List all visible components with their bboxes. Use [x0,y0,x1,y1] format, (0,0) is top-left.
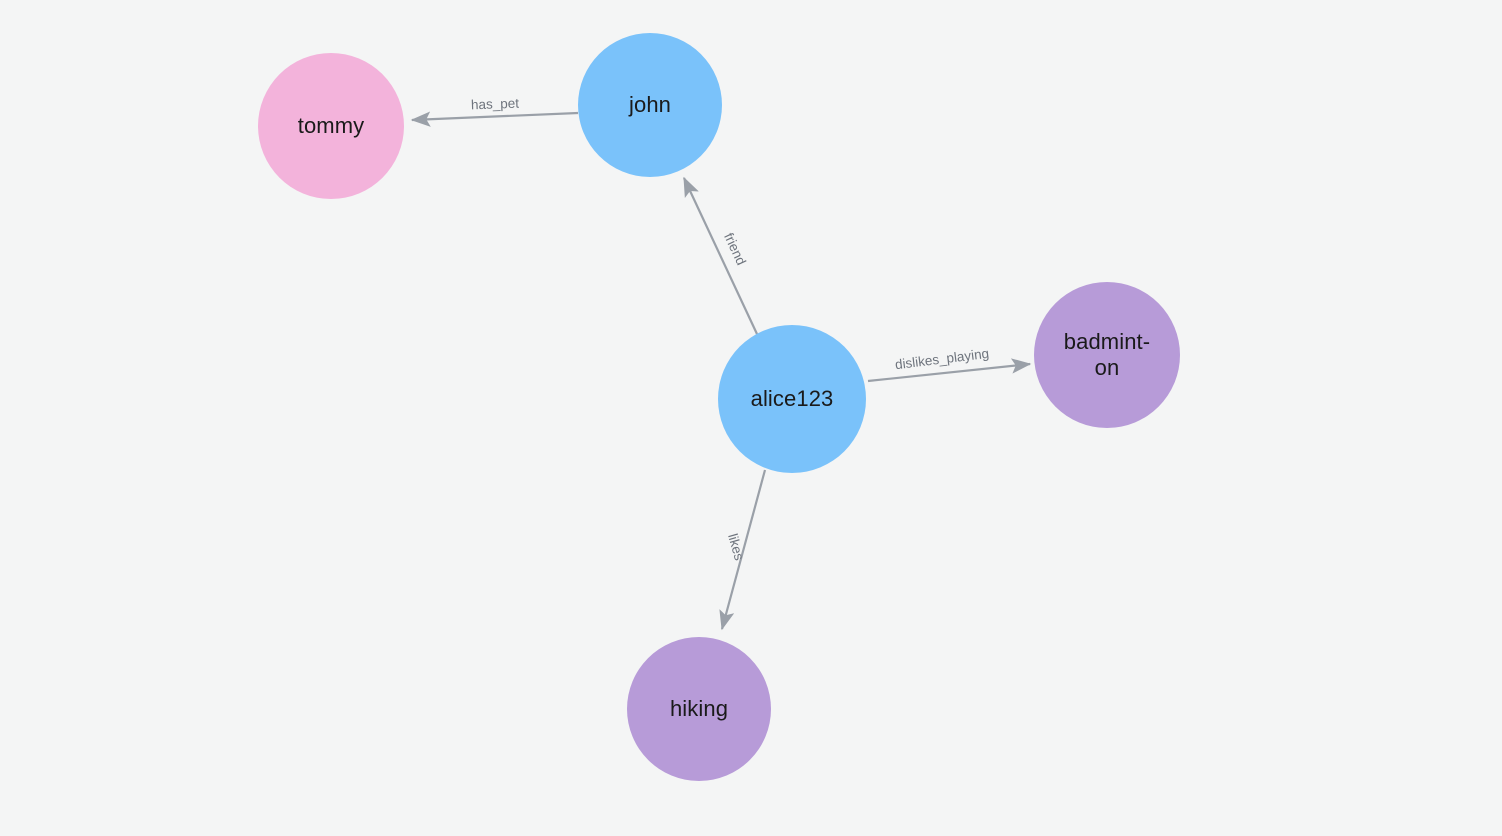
node-label: alice123 [750,386,834,411]
graph-node-john[interactable]: john [578,33,722,177]
graph-node-tommy[interactable]: tommy [258,53,404,199]
graph-node-hiking[interactable]: hiking [627,637,771,781]
graph-edge[interactable] [410,111,579,127]
node-label: john [629,92,671,117]
node-label: badmint- on [1063,329,1151,380]
graph-edge[interactable] [683,176,758,335]
graph-node-badminton[interactable]: badmint- on [1034,282,1180,428]
node-label: tommy [297,113,365,138]
graph-node-alice123[interactable]: alice123 [718,325,866,473]
node-label: hiking [669,696,729,721]
edge-label: has_pet [470,95,520,113]
graph-edge[interactable] [867,358,1032,383]
edge-lines [410,111,1032,631]
graph-edge[interactable] [719,469,767,631]
